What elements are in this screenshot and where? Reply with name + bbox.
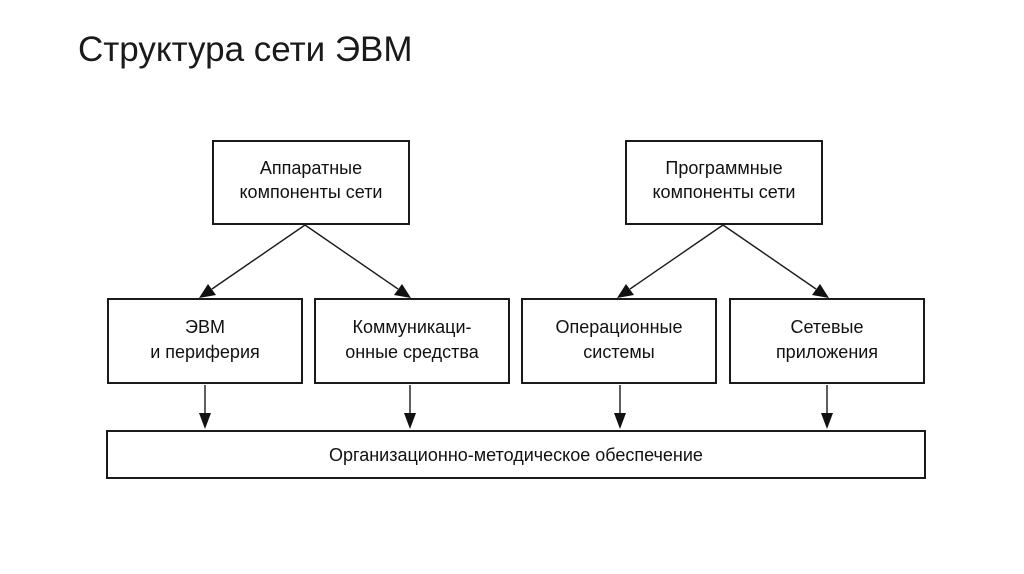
box-organizational-support: Организационно-методическое обеспечение <box>106 430 926 479</box>
box-computers-peripherals-line-1: ЭВМ <box>185 317 225 337</box>
edge-hardware-to-computers <box>199 224 306 298</box>
box-software-components: Программные компоненты сети <box>625 140 823 225</box>
edge-software-to-apps <box>722 224 829 298</box>
box-network-applications-line-2: приложения <box>776 342 878 362</box>
edge-computers-to-support <box>199 385 211 429</box>
box-network-applications: Сетевые приложения <box>729 298 925 384</box>
box-operating-systems-line-2: системы <box>583 342 654 362</box>
box-communication-means: Коммуникаци- онные средства <box>314 298 510 384</box>
box-hardware-components-line-1: Аппаратные <box>260 158 362 178</box>
edge-software-to-os <box>617 224 724 298</box>
box-computers-peripherals: ЭВМ и периферия <box>107 298 303 384</box>
box-hardware-components-line-2: компоненты сети <box>239 182 382 202</box>
box-operating-systems: Операционные системы <box>521 298 717 384</box>
box-computers-peripherals-line-2: и периферия <box>150 342 260 362</box>
box-organizational-support-label: Организационно-методическое обеспечение <box>329 445 703 465</box>
box-hardware-components: Аппаратные компоненты сети <box>212 140 410 225</box>
slide-title: Структура сети ЭВМ <box>78 30 413 69</box>
edge-comm-to-support <box>404 385 416 429</box>
box-communication-means-line-1: Коммуникаци- <box>352 317 471 337</box>
edge-apps-to-support <box>821 385 833 429</box>
box-software-components-line-1: Программные <box>665 158 782 178</box>
box-software-components-line-2: компоненты сети <box>652 182 795 202</box>
edge-hardware-to-comm <box>304 224 411 298</box>
edge-os-to-support <box>614 385 626 429</box>
box-operating-systems-line-1: Операционные <box>556 317 683 337</box>
box-network-applications-line-1: Сетевые <box>791 317 864 337</box>
box-communication-means-line-2: онные средства <box>345 342 480 362</box>
